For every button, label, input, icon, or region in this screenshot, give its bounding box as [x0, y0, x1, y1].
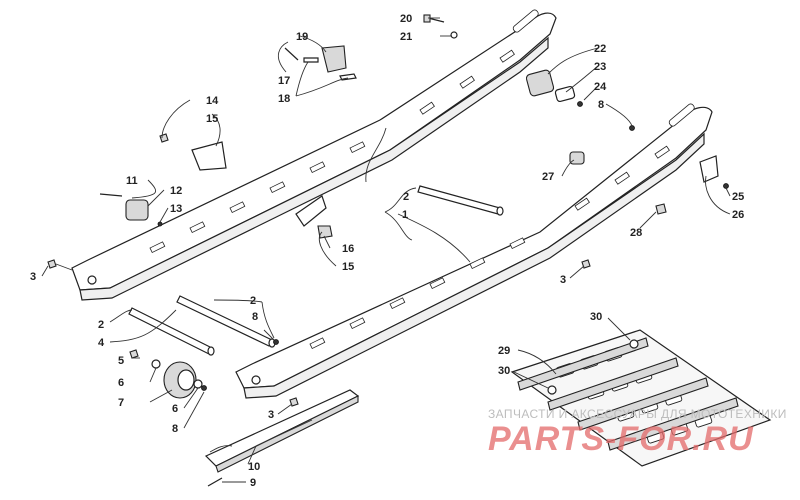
callout-24: 24 [594, 81, 607, 93]
callout-3: 3 [268, 409, 274, 421]
callout-3: 3 [30, 271, 36, 283]
callout-1: 1 [402, 209, 408, 221]
callout-9: 9 [250, 477, 256, 489]
cross-shafts [128, 185, 504, 356]
watermark-caption: ЗАПЧАСТИ И АКСЕССУАРЫ ДЛЯ МОТОТЕХНИКИ [488, 407, 787, 421]
callout-12: 12 [170, 185, 182, 197]
callout-8: 8 [172, 423, 178, 435]
callout-22: 22 [594, 43, 606, 55]
upper-rail-slots [149, 9, 539, 254]
callout-29: 29 [498, 345, 510, 357]
callout-2: 2 [403, 191, 409, 203]
callout-30: 30 [590, 311, 602, 323]
callout-23: 23 [594, 61, 606, 73]
lower-rail-slots [309, 103, 695, 350]
callout-27: 27 [542, 171, 554, 183]
callout-15: 15 [206, 113, 218, 125]
callout-11: 11 [126, 175, 138, 187]
callout-19: 19 [296, 31, 308, 43]
callout-13: 13 [170, 203, 182, 215]
callout-6: 6 [118, 377, 124, 389]
callout-20: 20 [400, 13, 412, 25]
callout-2: 2 [98, 319, 104, 331]
callout-25: 25 [732, 191, 744, 203]
callout-4: 4 [98, 337, 105, 349]
upper-rail [71, 9, 557, 301]
callout-26: 26 [732, 209, 744, 221]
callout-10: 10 [248, 461, 260, 473]
watermark: ЗАПЧАСТИ И АКСЕССУАРЫ ДЛЯ МОТОТЕХНИКИ PA… [488, 407, 787, 458]
callout-21: 21 [400, 31, 412, 43]
callout-28: 28 [630, 227, 642, 239]
callout-6: 6 [172, 403, 178, 415]
lower-rail [235, 103, 713, 399]
track-section [510, 329, 772, 467]
callout-18: 18 [278, 93, 290, 105]
callout-16: 16 [342, 243, 354, 255]
watermark-logo: PARTS-FOR.RU [488, 420, 754, 458]
callout-30: 30 [498, 365, 510, 377]
callout-5: 5 [118, 355, 124, 367]
callout-14: 14 [206, 95, 219, 107]
wear-strip [204, 389, 360, 473]
callout-8: 8 [252, 311, 258, 323]
leader-lines [41, 17, 731, 483]
callout-2: 2 [250, 295, 256, 307]
callout-15: 15 [342, 261, 354, 273]
callout-17: 17 [278, 75, 290, 87]
callout-8: 8 [598, 99, 604, 111]
callout-labels: 1 2 2 2 3 3 3 4 5 6 6 7 8 8 8 9 10 11 12… [30, 13, 744, 489]
callout-7: 7 [118, 397, 124, 409]
callout-3: 3 [560, 274, 566, 286]
